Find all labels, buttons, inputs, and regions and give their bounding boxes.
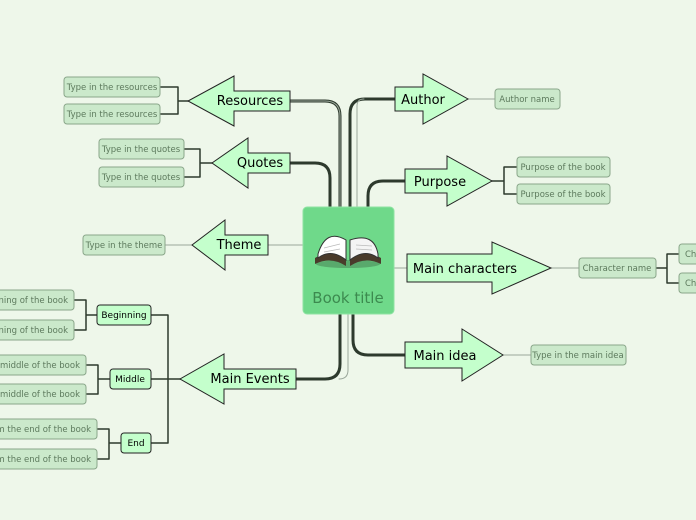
event-item[interactable]: Event from the middle of the book bbox=[0, 383, 87, 405]
event-item-text: Event from the end of the book bbox=[0, 425, 91, 435]
topic-main-characters-label: Main characters bbox=[413, 262, 517, 277]
character-trait-item[interactable]: Character trait bbox=[678, 272, 696, 294]
purpose-item[interactable]: Purpose of the book bbox=[516, 183, 611, 205]
resource-item[interactable]: Type in the resources bbox=[63, 76, 161, 98]
main-idea-item[interactable]: Type in the main idea bbox=[530, 344, 627, 366]
event-item[interactable]: Event from the end of the book bbox=[0, 418, 98, 440]
connectors bbox=[73, 86, 680, 460]
quote-item[interactable]: Type in the quotes bbox=[98, 138, 185, 160]
central-title: Book title bbox=[312, 289, 383, 307]
character-item-text: Character name bbox=[583, 264, 652, 274]
open-book-icon bbox=[315, 235, 381, 268]
character-trait-item[interactable]: Character trait bbox=[678, 243, 696, 265]
event-item[interactable]: Event from the end of the book bbox=[0, 448, 98, 470]
event-item-text: Event from the end of the book bbox=[0, 455, 91, 465]
theme-item[interactable]: Type in the theme bbox=[82, 234, 166, 256]
topic-main-idea[interactable]: Main idea bbox=[404, 328, 504, 382]
event-item[interactable]: Event from the middle of the book bbox=[0, 354, 87, 376]
purpose-item-text: Purpose of the book bbox=[520, 163, 605, 173]
topic-main-characters[interactable]: Main characters bbox=[406, 241, 553, 295]
subtopic-beginning-label: Beginning bbox=[101, 311, 146, 321]
resource-item[interactable]: Type in the resources bbox=[63, 103, 161, 125]
subtopic-beginning[interactable]: Beginning bbox=[96, 304, 152, 326]
character-trait-text: Character trait bbox=[685, 250, 696, 260]
author-item-text: Author name bbox=[499, 95, 554, 105]
subtopic-middle[interactable]: Middle bbox=[109, 368, 152, 390]
topic-author-label: Author bbox=[401, 93, 445, 108]
topic-theme[interactable]: Theme bbox=[191, 218, 269, 272]
character-trait-text: Character trait bbox=[685, 279, 696, 289]
main-idea-item-text: Type in the main idea bbox=[531, 351, 623, 361]
resource-item-text: Type in the resources bbox=[66, 83, 158, 93]
purpose-item[interactable]: Purpose of the book bbox=[516, 156, 611, 178]
event-item-text: Event from the middle of the book bbox=[0, 361, 80, 371]
topic-resources[interactable]: Resources bbox=[186, 75, 291, 127]
topic-quotes-label: Quotes bbox=[237, 156, 284, 171]
central-topic[interactable]: Book title bbox=[302, 206, 395, 315]
subtopic-middle-label: Middle bbox=[115, 375, 145, 385]
event-item-text: Event from the middle of the book bbox=[0, 390, 80, 400]
topic-author[interactable]: Author bbox=[394, 73, 470, 125]
topic-purpose[interactable]: Purpose bbox=[404, 155, 494, 207]
character-item[interactable]: Character name bbox=[578, 257, 657, 279]
event-item[interactable]: Event from the beginning of the book bbox=[0, 289, 75, 311]
author-item[interactable]: Author name bbox=[494, 88, 561, 110]
event-item[interactable]: Event from the beginning of the book bbox=[0, 319, 75, 341]
subtopic-end[interactable]: End bbox=[120, 432, 152, 454]
resource-item-text: Type in the resources bbox=[66, 110, 158, 120]
quote-item[interactable]: Type in the quotes bbox=[98, 166, 185, 188]
topic-main-idea-label: Main idea bbox=[414, 349, 477, 364]
subtopic-end-label: End bbox=[127, 439, 144, 449]
event-item-text: Event from the beginning of the book bbox=[0, 296, 68, 306]
theme-item-text: Type in the theme bbox=[85, 241, 163, 251]
quote-item-text: Type in the quotes bbox=[101, 173, 181, 183]
quote-item-text: Type in the quotes bbox=[101, 145, 181, 155]
topic-main-events[interactable]: Main Events bbox=[178, 353, 297, 405]
topic-purpose-label: Purpose bbox=[414, 175, 466, 190]
purpose-item-text: Purpose of the book bbox=[520, 190, 605, 200]
topic-quotes[interactable]: Quotes bbox=[211, 137, 291, 189]
topic-main-events-label: Main Events bbox=[210, 372, 289, 387]
event-item-text: Event from the beginning of the book bbox=[0, 326, 68, 336]
topic-resources-label: Resources bbox=[217, 94, 284, 109]
topic-theme-label: Theme bbox=[216, 238, 262, 253]
